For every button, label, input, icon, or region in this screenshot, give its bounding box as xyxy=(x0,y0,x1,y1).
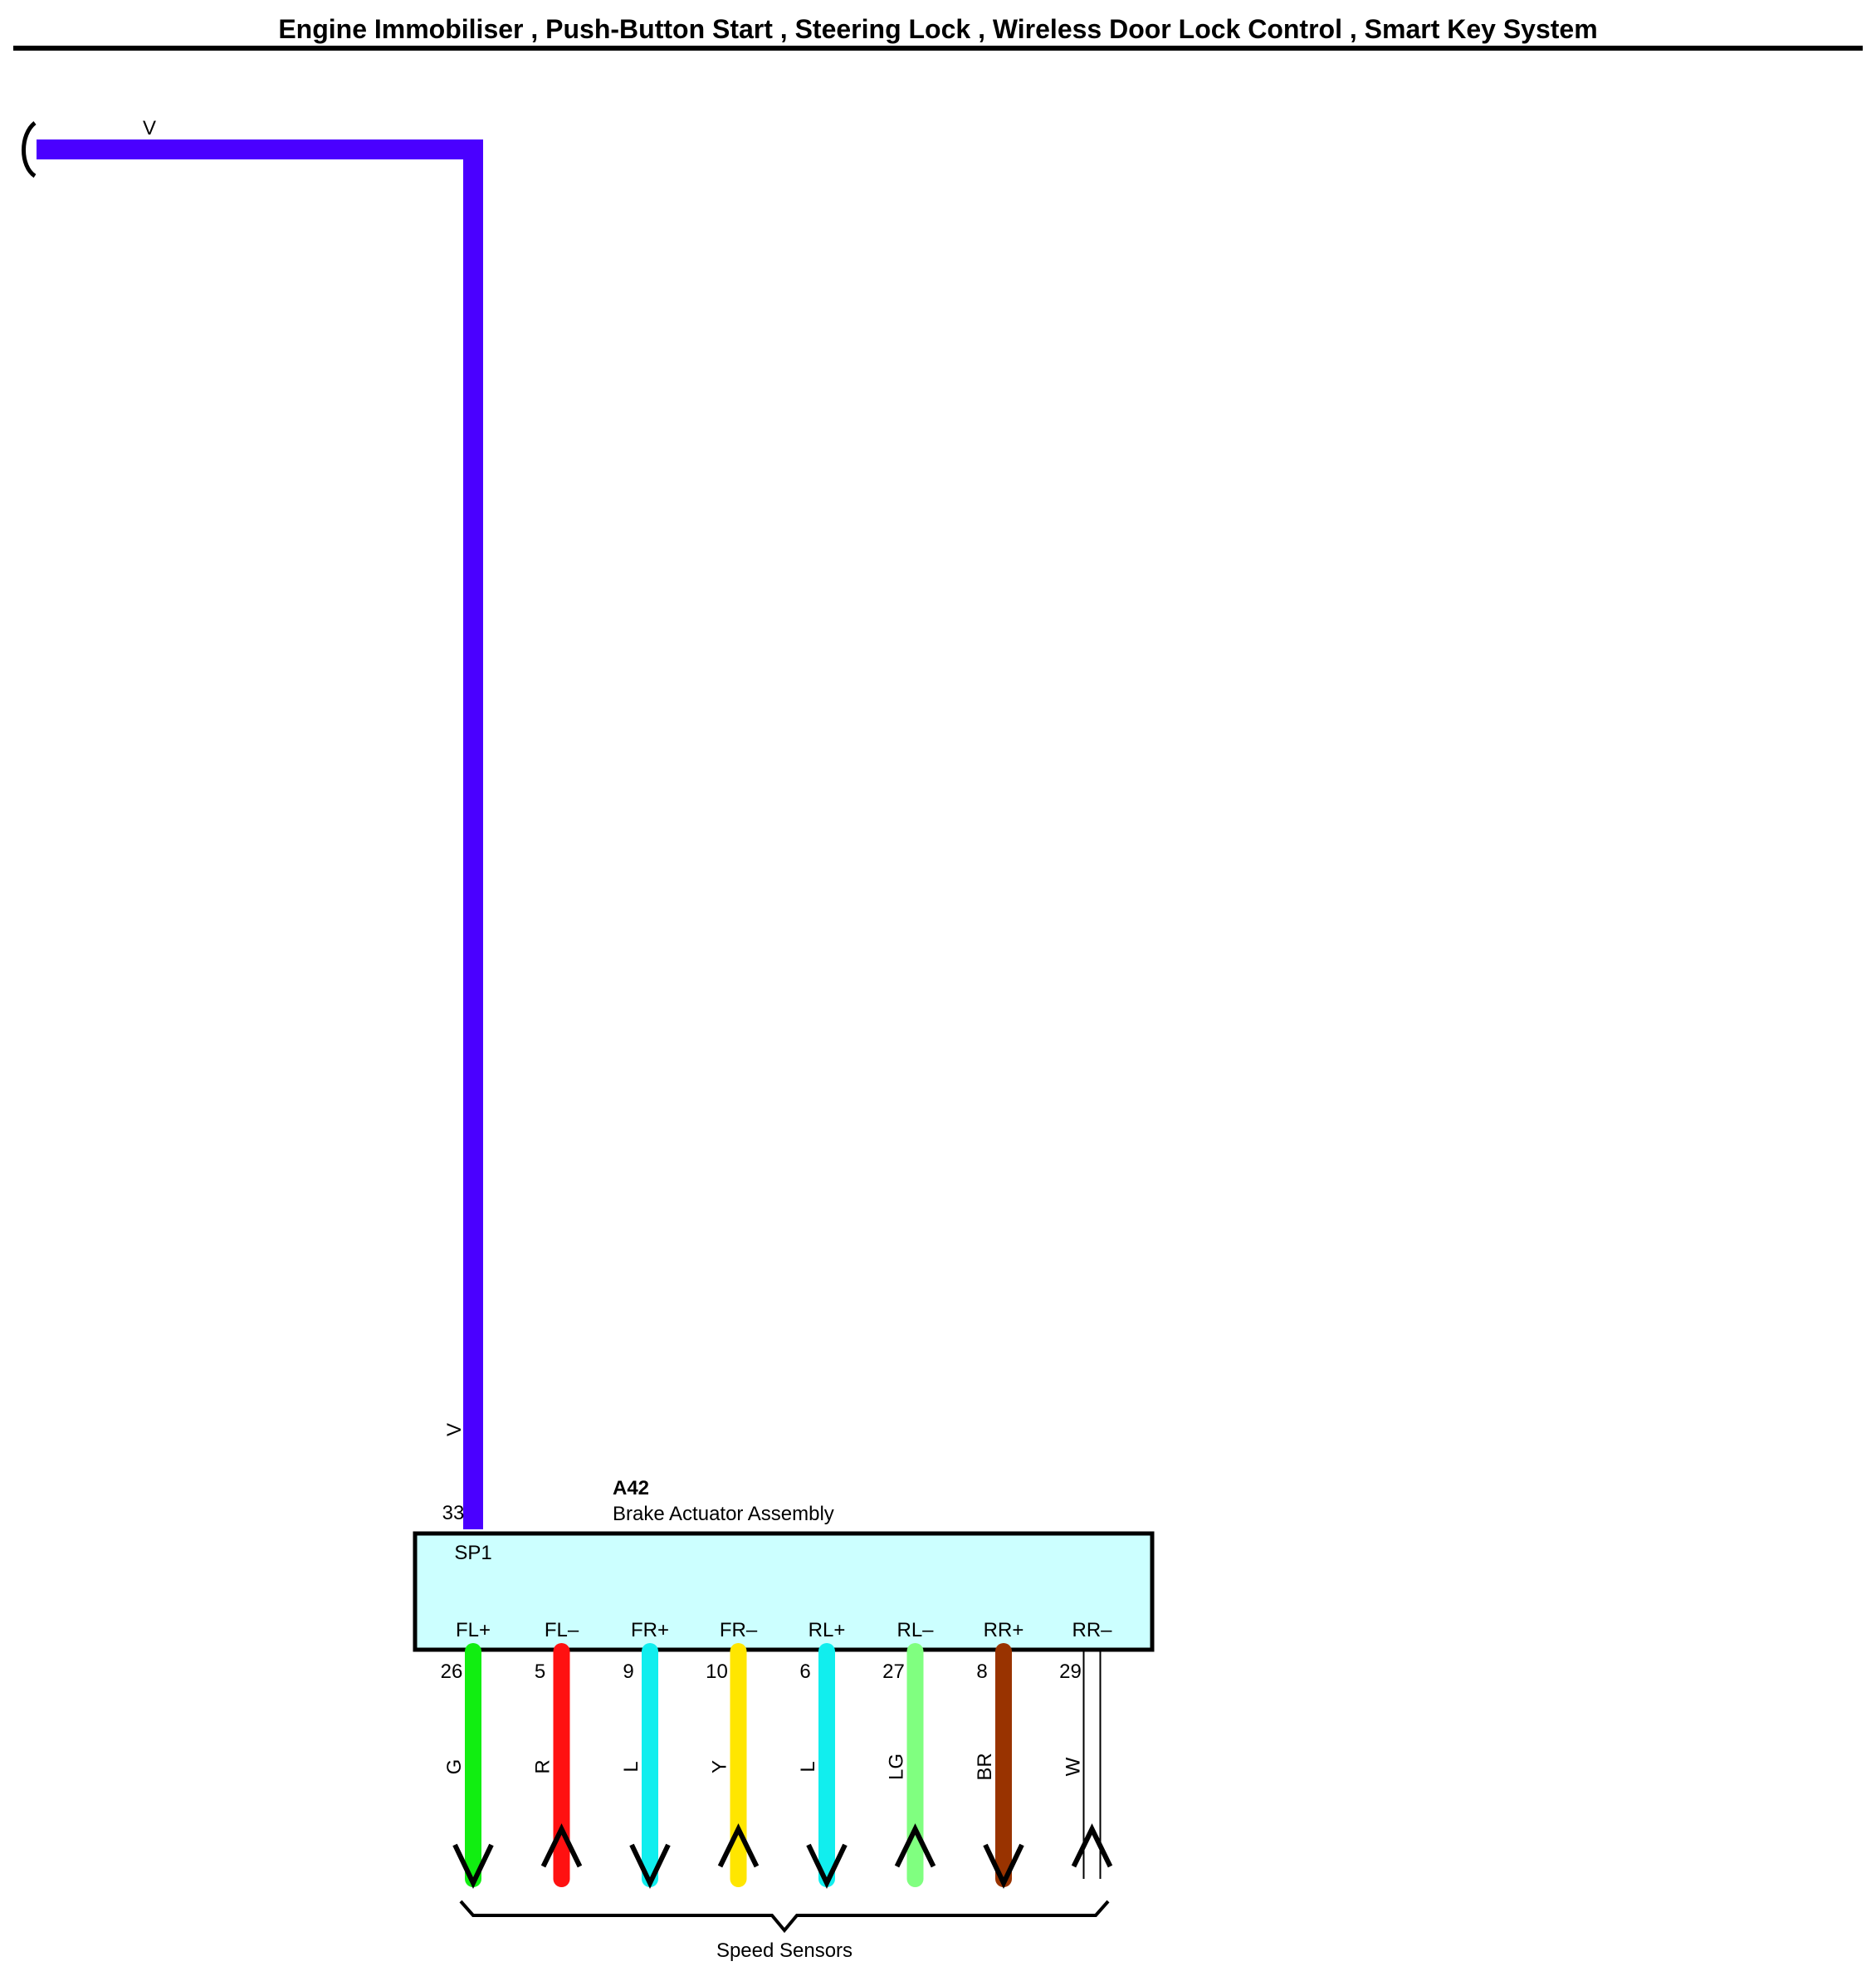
page-title: Engine Immobiliser , Push-Button Start ,… xyxy=(278,14,1597,44)
wire-color-label: LG xyxy=(886,1753,908,1780)
terminal-rl-plus: RL+ 6L xyxy=(797,1619,848,1889)
wire-color-label: Y xyxy=(709,1760,731,1773)
terminal-fr-minus: FR– 10Y xyxy=(706,1619,760,1887)
terminal-name: RR+ xyxy=(984,1619,1024,1641)
pin-number: 26 xyxy=(441,1661,463,1683)
wire-v-path xyxy=(37,139,483,1529)
component-name: Brake Actuator Assembly xyxy=(613,1503,834,1525)
terminal-name: FL– xyxy=(545,1619,579,1641)
brake-actuator-box xyxy=(413,1531,1155,1652)
terminal-name: FR+ xyxy=(631,1619,669,1641)
terminal-name: RL+ xyxy=(809,1619,846,1641)
arrow-down-icon xyxy=(806,1843,848,1889)
pin-number: 27 xyxy=(882,1661,905,1683)
wire-v-top-label: V xyxy=(143,117,156,139)
terminal-sp1-label: SP1 xyxy=(454,1542,491,1564)
arrow-down-icon xyxy=(983,1843,1024,1889)
pin-number: 9 xyxy=(623,1661,633,1683)
wire-v-pin: 33 xyxy=(442,1502,465,1524)
terminal-name: FL+ xyxy=(456,1619,491,1641)
wire-color-label: BR xyxy=(974,1753,996,1780)
terminal-fr-plus: FR+ 9L xyxy=(620,1619,671,1889)
speed-sensors-bracket xyxy=(459,1900,1110,1934)
wire-color-label: G xyxy=(443,1759,466,1775)
pin-number: 8 xyxy=(976,1661,987,1683)
wire-v-vertical-label: V xyxy=(443,1423,466,1436)
speed-sensors-label: Speed Sensors xyxy=(716,1939,853,1962)
arrow-down-icon xyxy=(452,1843,494,1889)
pin-number: 6 xyxy=(799,1661,810,1683)
arrow-up-icon xyxy=(1071,1823,1113,1868)
wire-color-label: R xyxy=(532,1759,554,1773)
terminal-rr-plus: RR+ 8BR xyxy=(974,1619,1024,1889)
arrow-down-icon xyxy=(629,1843,671,1889)
wire-break-icon xyxy=(22,121,37,179)
wire-color-label: W xyxy=(1063,1757,1085,1776)
component-id: A42 xyxy=(613,1477,649,1499)
terminal-fl-minus: FL–5R xyxy=(532,1619,583,1887)
terminal-name: RL– xyxy=(896,1619,934,1641)
terminal-rr-minus: RR– 29W xyxy=(1059,1619,1113,1879)
terminal-fl-plus: FL+ 26G xyxy=(441,1619,494,1889)
wire-color-label: L xyxy=(620,1761,642,1772)
wire-color-label: L xyxy=(797,1761,819,1772)
pin-number: 10 xyxy=(706,1661,728,1683)
arrow-up-icon xyxy=(717,1823,760,1868)
pin-number: 5 xyxy=(535,1661,545,1683)
terminal-name: FR– xyxy=(720,1619,758,1641)
terminal-name: RR– xyxy=(1072,1619,1112,1641)
arrow-up-icon xyxy=(894,1823,936,1868)
pin-number: 29 xyxy=(1059,1661,1082,1683)
incoming-wire: V V 33 xyxy=(22,117,483,1529)
arrow-up-icon xyxy=(540,1823,583,1868)
